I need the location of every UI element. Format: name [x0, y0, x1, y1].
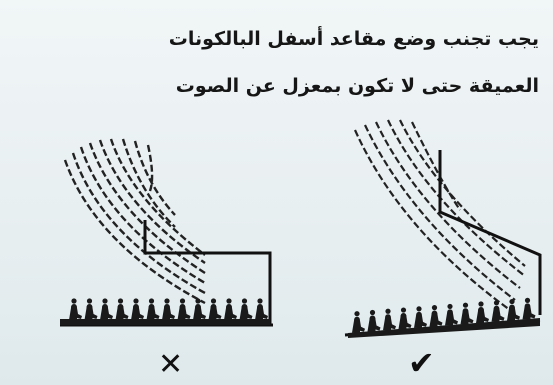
- person-head: [509, 298, 515, 305]
- person-head: [241, 298, 248, 304]
- seated-person: [255, 304, 268, 320]
- seated-person: [100, 304, 113, 320]
- person-head: [179, 298, 186, 304]
- person-head: [133, 298, 139, 304]
- shallow-balcony-diagram: [344, 119, 542, 338]
- person-head: [400, 307, 407, 313]
- seated-person: [476, 307, 489, 323]
- audience-row: [348, 297, 540, 338]
- person-head: [462, 302, 469, 308]
- seated-person: [383, 314, 396, 331]
- person-head: [447, 303, 453, 310]
- seated-person: [491, 305, 505, 322]
- person-head: [524, 297, 531, 303]
- person-head: [369, 309, 376, 316]
- deep-balcony-diagram: [60, 138, 273, 327]
- person-head: [354, 311, 360, 317]
- seated-person: [115, 304, 129, 320]
- caption-line-1: يجب تجنب وضع مقاعد أسفل البالكونات: [168, 28, 539, 50]
- seated-person: [146, 304, 160, 320]
- person-head: [416, 306, 422, 312]
- seated-person: [69, 304, 82, 320]
- seated-person: [239, 304, 253, 320]
- seated-person: [507, 304, 520, 321]
- person-head: [257, 298, 263, 304]
- seated-person: [162, 304, 175, 320]
- caption-line-2: العميقة حتى لا تكون بمعزل عن الصوت: [175, 75, 539, 97]
- person-head: [195, 298, 201, 304]
- incorrect-mark-icon: ✕: [158, 347, 184, 382]
- person-head: [210, 298, 217, 304]
- person-head: [148, 298, 155, 304]
- seated-person: [429, 310, 443, 327]
- person-head: [102, 298, 108, 304]
- person-head: [493, 300, 500, 306]
- seated-person: [414, 311, 427, 328]
- sound-waves: [63, 138, 206, 305]
- seated-person: [177, 304, 191, 320]
- seated-person: [398, 313, 412, 330]
- person-head: [226, 298, 232, 304]
- person-head: [71, 298, 77, 304]
- correct-mark-icon: ✔: [408, 344, 435, 382]
- sound-waves: [353, 119, 526, 311]
- seated-person: [208, 304, 222, 320]
- seated-person: [84, 304, 98, 320]
- audience-row: [60, 298, 270, 325]
- person-head: [117, 298, 124, 304]
- person-head: [385, 308, 391, 314]
- person-head: [86, 298, 93, 304]
- person-head: [164, 298, 170, 304]
- seated-person: [224, 304, 237, 320]
- seated-person: [131, 304, 144, 320]
- person-head: [478, 301, 484, 307]
- seated-person: [460, 308, 474, 325]
- seated-person: [352, 316, 365, 333]
- person-head: [431, 305, 438, 311]
- seated-person: [522, 303, 536, 320]
- seated-person: [193, 304, 206, 320]
- seated-person: [367, 315, 381, 332]
- seated-person: [445, 309, 458, 326]
